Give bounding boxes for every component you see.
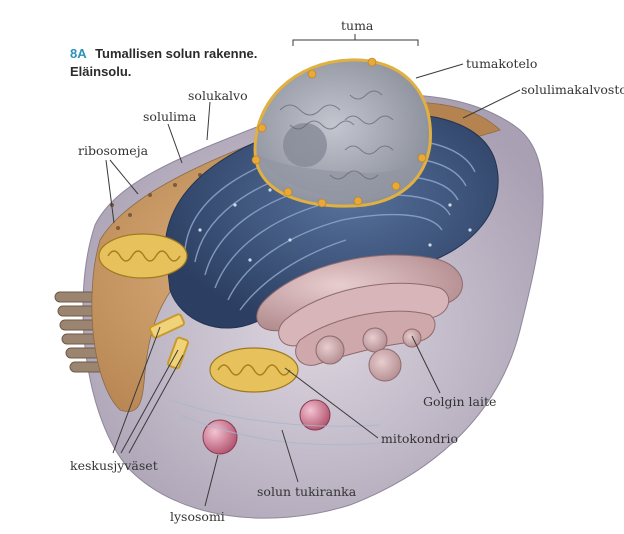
label-golgin-laite: Golgin laite bbox=[423, 394, 496, 409]
nucleolus bbox=[283, 123, 327, 167]
lysosome-2 bbox=[299, 399, 331, 431]
leader-ribosomeja-b bbox=[109, 159, 139, 195]
leader-lysosomi bbox=[204, 454, 219, 507]
figure-number: 8A bbox=[70, 46, 87, 61]
leader-solulimakalvosto bbox=[462, 89, 521, 119]
label-solulimakalvosto: solulimakalvosto bbox=[521, 82, 624, 97]
label-tumakotelo: tumakotelo bbox=[466, 56, 537, 71]
lysosome bbox=[202, 419, 238, 455]
mitochondrion-upper bbox=[98, 233, 188, 279]
cytoskeleton bbox=[169, 399, 391, 446]
nucleus-cut-face bbox=[258, 155, 425, 200]
label-solukalvo: solukalvo bbox=[188, 88, 248, 103]
leader-keskusjyvaset-b bbox=[120, 349, 179, 454]
label-tuma: tuma bbox=[341, 18, 374, 33]
figure-title: 8A Tumallisen solun rakenne. bbox=[70, 45, 257, 62]
leader-mitokondrio bbox=[284, 367, 379, 439]
leader-solukalvo bbox=[206, 101, 211, 141]
figure-title-line1: Tumallisen solun rakenne. bbox=[95, 46, 257, 61]
leader-tukiranka bbox=[281, 429, 299, 483]
leader-golgi bbox=[411, 335, 441, 394]
label-lysosomi: lysosomi bbox=[170, 509, 225, 524]
label-keskusjyvaset: keskusjyväset bbox=[70, 458, 158, 473]
mitochondrion-lower bbox=[209, 347, 299, 393]
label-ribosomeja: ribosomeja bbox=[78, 143, 149, 158]
nuclear-pores bbox=[251, 57, 427, 208]
figure-title-line2: Eläinsolu. bbox=[70, 64, 131, 79]
label-mitokondrio: mitokondrio bbox=[381, 431, 458, 446]
leader-tumakotelo bbox=[415, 63, 464, 79]
leader-solulima bbox=[167, 123, 183, 164]
leader-keskusjyvaset-a bbox=[112, 326, 161, 454]
label-solun-tukiranka: solun tukiranka bbox=[257, 484, 357, 499]
leader-ribosomeja-a bbox=[105, 159, 115, 224]
leader-tuma bbox=[292, 34, 419, 46]
leader-keskusjyvaset-c bbox=[128, 354, 184, 454]
label-solulima: solulima bbox=[143, 109, 197, 124]
chromatin bbox=[279, 90, 394, 180]
